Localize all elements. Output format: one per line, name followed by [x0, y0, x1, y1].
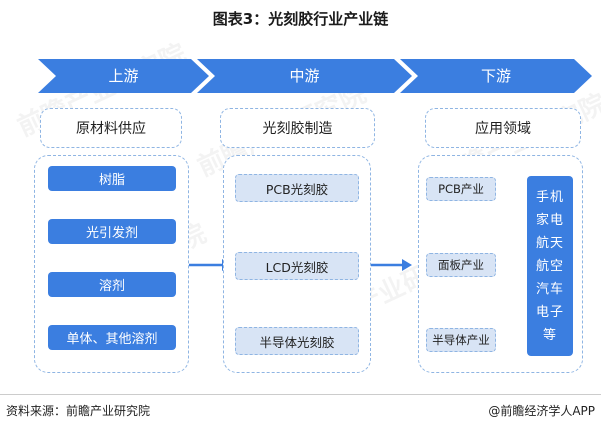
midstream-item-pcb: PCB光刻胶 [235, 174, 359, 202]
applications-column: 手机 家电 航天 航空 汽车 电子 等 [527, 176, 573, 356]
midstream-item-lcd: LCD光刻胶 [235, 252, 359, 280]
upstream-label: 上游 [108, 67, 139, 85]
footer-divider [0, 394, 601, 395]
upstream-header: 原材料供应 [40, 108, 182, 148]
application-item: 航天 [535, 235, 564, 251]
downstream-item-pcb: PCB产业 [426, 177, 496, 201]
application-item: 航空 [535, 258, 564, 274]
downstream-item-semiconductor: 半导体产业 [426, 328, 496, 352]
upstream-item-resin: 树脂 [48, 166, 176, 191]
application-item: 手机 [535, 189, 564, 205]
application-item: 家电 [535, 212, 564, 228]
downstream-item-panel: 面板产业 [426, 253, 496, 277]
upstream-item-solvent: 溶剂 [48, 272, 176, 297]
footer-brand: @前瞻经济学人APP [488, 404, 595, 418]
flow-arrow-mid-to-down [370, 259, 412, 271]
application-item: 汽车 [535, 281, 564, 297]
downstream-banner-shape [400, 59, 592, 93]
application-item: 电子 [535, 304, 564, 320]
chart-title: 图表3：光刻胶行业产业链 [212, 10, 389, 28]
downstream-label: 下游 [480, 67, 511, 85]
upstream-banner-shape [38, 59, 209, 93]
upstream-item-monomer: 单体、其他溶剂 [48, 325, 176, 350]
application-item: 等 [542, 327, 557, 343]
midstream-banner-shape [197, 59, 412, 93]
downstream-header: 应用领域 [425, 108, 581, 148]
midstream-item-semiconductor: 半导体光刻胶 [235, 327, 359, 355]
midstream-header: 光刻胶制造 [220, 108, 375, 148]
midstream-label: 中游 [289, 67, 320, 85]
upstream-item-photoinitiator: 光引发剂 [48, 219, 176, 244]
footer-source: 资料来源：前瞻产业研究院 [6, 404, 151, 418]
